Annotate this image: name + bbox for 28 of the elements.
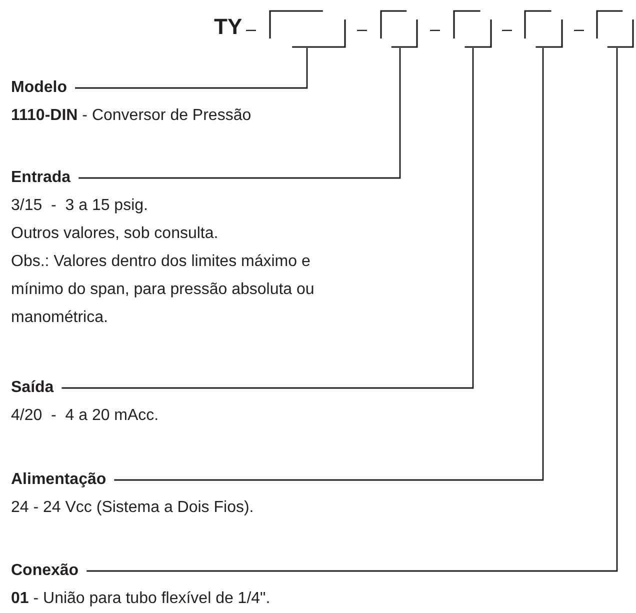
leader-line [78, 48, 401, 179]
option-text: 3/15 - 3 a 15 psig. [11, 196, 148, 216]
leader-line [62, 48, 474, 389]
code-box [524, 10, 563, 48]
section-heading: Modelo [11, 78, 67, 98]
section-heading: Conexão [11, 561, 79, 581]
option-text: 1110-DIN - Conversor de Pressão [11, 106, 252, 126]
code-box [269, 10, 346, 48]
model-prefix: TY [214, 13, 242, 41]
separator-dash: – [502, 18, 512, 41]
separator-dash: – [357, 18, 368, 41]
code-box [596, 10, 634, 48]
code-box [453, 10, 492, 48]
option-text: Outros valores, sob consulta. [11, 224, 218, 244]
separator-dash: – [574, 18, 584, 41]
leader-line [86, 48, 618, 572]
code-box [380, 10, 418, 48]
leader-line [114, 48, 544, 481]
separator-dash: – [430, 18, 440, 41]
separator-dash: – [246, 18, 256, 41]
section-heading: Saída [11, 378, 54, 398]
leader-line [75, 48, 308, 89]
section-heading: Alimentação [11, 470, 106, 490]
option-text: 24 - 24 Vcc (Sistema a Dois Fios). [11, 498, 254, 518]
section-heading: Entrada [11, 168, 71, 188]
option-text: Obs.: Valores dentro dos limites máximo e mínimo do span, para pressão absoluta ou manométrica. [11, 252, 316, 328]
option-text: 4/20 - 4 a 20 mAcc. [11, 406, 159, 426]
option-text: 01 - União para tubo flexível de 1/4". [11, 589, 270, 609]
